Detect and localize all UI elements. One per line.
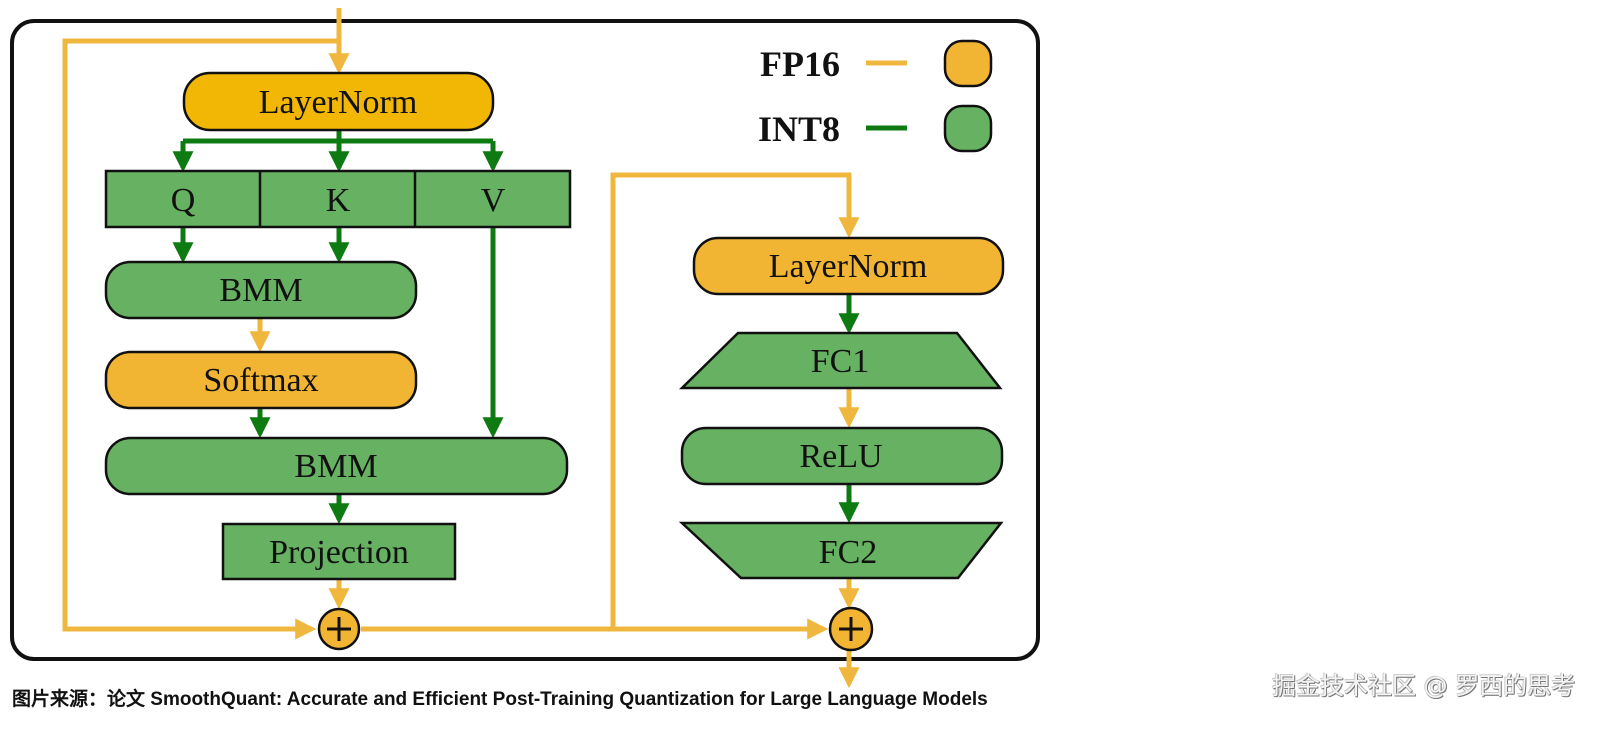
node-q-label: Q <box>171 182 196 219</box>
node-label: ReLU <box>799 438 882 475</box>
residual-connection-attention <box>62 38 339 640</box>
node-label: FC2 <box>819 534 878 571</box>
add-node-attention <box>317 607 361 651</box>
node-k-label: K <box>326 182 351 219</box>
legend: FP16 INT8 <box>758 39 993 153</box>
node-qkv: Q K V <box>104 169 572 229</box>
legend-int8-swatch <box>943 104 993 153</box>
node-v-label: V <box>481 182 506 219</box>
legend-fp16-swatch <box>943 39 993 88</box>
node-label: BMM <box>219 272 302 309</box>
node-label: FC1 <box>811 343 870 380</box>
node-fc2: FC2 <box>678 521 1004 580</box>
node-relu: ReLU <box>680 426 1004 486</box>
legend-fp16-label: FP16 <box>760 44 840 84</box>
figure-caption: 图片来源：论文 SmoothQuant: Accurate and Effici… <box>12 689 988 710</box>
node-label: Softmax <box>203 362 318 399</box>
node-label: LayerNorm <box>259 84 418 121</box>
node-bmm-1: BMM <box>104 260 418 320</box>
watermark: 掘金技术社区 @ 罗西的思考 <box>1272 672 1576 700</box>
node-label: BMM <box>294 448 377 485</box>
block-frame <box>10 19 1040 661</box>
node-softmax: Softmax <box>104 350 418 410</box>
legend-int8-label: INT8 <box>758 109 840 149</box>
node-projection: Projection <box>221 522 457 581</box>
node-label: LayerNorm <box>769 248 928 285</box>
node-layernorm-attention: LayerNorm <box>182 71 495 132</box>
node-label: Projection <box>269 534 409 571</box>
add-node-ffn <box>828 606 874 652</box>
residual-connection-ffn <box>610 172 860 629</box>
node-layernorm-ffn: LayerNorm <box>692 236 1005 296</box>
node-bmm-2: BMM <box>104 436 569 496</box>
node-fc1: FC1 <box>678 331 1003 390</box>
